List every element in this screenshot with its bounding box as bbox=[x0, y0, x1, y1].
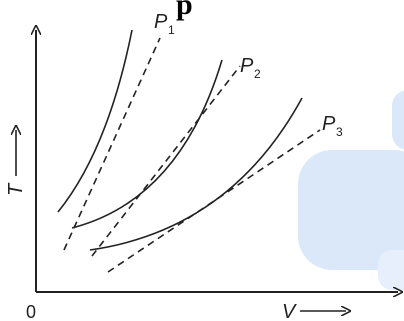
curve-p3-dashed bbox=[107, 129, 321, 273]
label-p2-name: P bbox=[240, 55, 254, 77]
watermark-shape bbox=[392, 90, 404, 150]
label-p1-name: P bbox=[154, 11, 168, 33]
heading-fragment: p bbox=[176, 0, 193, 21]
curve-p1-solid bbox=[57, 29, 133, 213]
label-p1: P 1 bbox=[154, 11, 175, 37]
curve-p2-solid bbox=[71, 59, 223, 229]
label-p3: P 3 bbox=[322, 113, 343, 139]
label-p2: P 2 bbox=[240, 55, 261, 81]
watermark-shape bbox=[298, 150, 404, 270]
watermark-shape bbox=[378, 250, 404, 290]
curve-p3-solid bbox=[89, 97, 303, 251]
label-p2-subscript: 2 bbox=[254, 67, 261, 81]
x-axis-label: V bbox=[282, 301, 297, 321]
label-p3-name: P bbox=[322, 113, 336, 135]
curve-p2-dashed bbox=[91, 65, 241, 257]
watermark bbox=[298, 90, 404, 290]
y-axis-label: T bbox=[5, 182, 27, 196]
label-p3-subscript: 3 bbox=[336, 125, 343, 139]
curve-p1-dashed bbox=[63, 37, 161, 251]
label-p1-subscript: 1 bbox=[168, 23, 175, 37]
origin-label: 0 bbox=[26, 302, 36, 321]
